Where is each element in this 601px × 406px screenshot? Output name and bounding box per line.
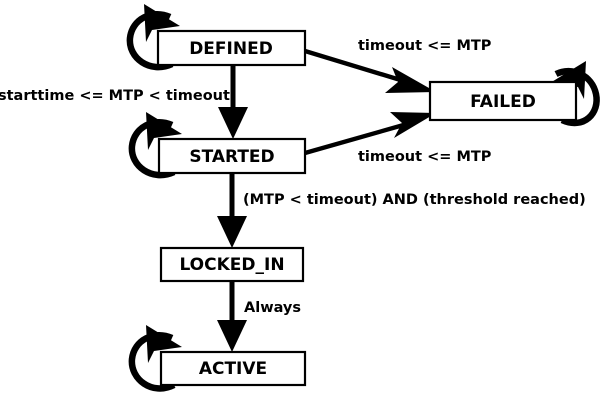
- transition-defined-to-started[interactable]: [218, 65, 248, 139]
- locked-in-label: LOCKED_IN: [179, 255, 284, 275]
- label-started-to-locked-in: (MTP < timeout) AND (threshold reached): [243, 192, 586, 208]
- defined-to-failed-arrowhead: [385, 67, 436, 93]
- state-node-started[interactable]: STARTED: [157, 137, 307, 175]
- state-node-locked-in[interactable]: LOCKED_IN: [159, 246, 305, 283]
- defined-self-loop-arrowhead: [144, 4, 180, 42]
- transition-locked-in-to-active[interactable]: [217, 281, 247, 352]
- defined-to-started-arrowhead: [218, 107, 248, 139]
- locked-in-box: [159, 246, 305, 283]
- transition-failed-self[interactable]: [550, 61, 600, 127]
- started-to-locked-in-arrowhead: [217, 216, 247, 248]
- transition-active-self[interactable]: [128, 325, 182, 392]
- locked-in-to-active-arrowhead: [217, 320, 247, 352]
- transition-started-to-failed[interactable]: [304, 112, 436, 156]
- transition-started-to-locked-in[interactable]: [217, 173, 247, 248]
- transition-defined-self[interactable]: [126, 4, 180, 71]
- active-box: [159, 350, 307, 387]
- active-label: ACTIVE: [199, 359, 267, 379]
- state-node-defined[interactable]: DEFINED: [156, 29, 307, 67]
- transition-defined-to-failed[interactable]: [304, 48, 436, 93]
- defined-box: [156, 29, 307, 67]
- transition-started-self[interactable]: [128, 112, 182, 179]
- state-node-active[interactable]: ACTIVE: [159, 350, 307, 387]
- failed-box: [428, 80, 578, 122]
- failed-label: FAILED: [470, 92, 536, 112]
- label-defined-to-started: starttime <= MTP < timeout: [0, 88, 230, 104]
- defined-label: DEFINED: [189, 39, 273, 59]
- started-to-failed-line: [304, 121, 408, 156]
- started-label: STARTED: [189, 147, 274, 167]
- failed-self-loop-arrowhead: [550, 61, 586, 99]
- active-self-loop-arrowhead: [146, 325, 182, 363]
- defined-to-failed-line: [304, 48, 408, 85]
- started-self-loop-arrowhead: [146, 112, 182, 150]
- label-defined-to-failed: timeout <= MTP: [358, 38, 492, 54]
- label-started-to-failed: timeout <= MTP: [358, 149, 492, 165]
- label-locked-in-to-active: Always: [244, 300, 301, 316]
- started-box: [157, 137, 307, 175]
- started-to-failed-arrowhead: [390, 112, 436, 138]
- state-node-failed[interactable]: FAILED: [428, 80, 578, 122]
